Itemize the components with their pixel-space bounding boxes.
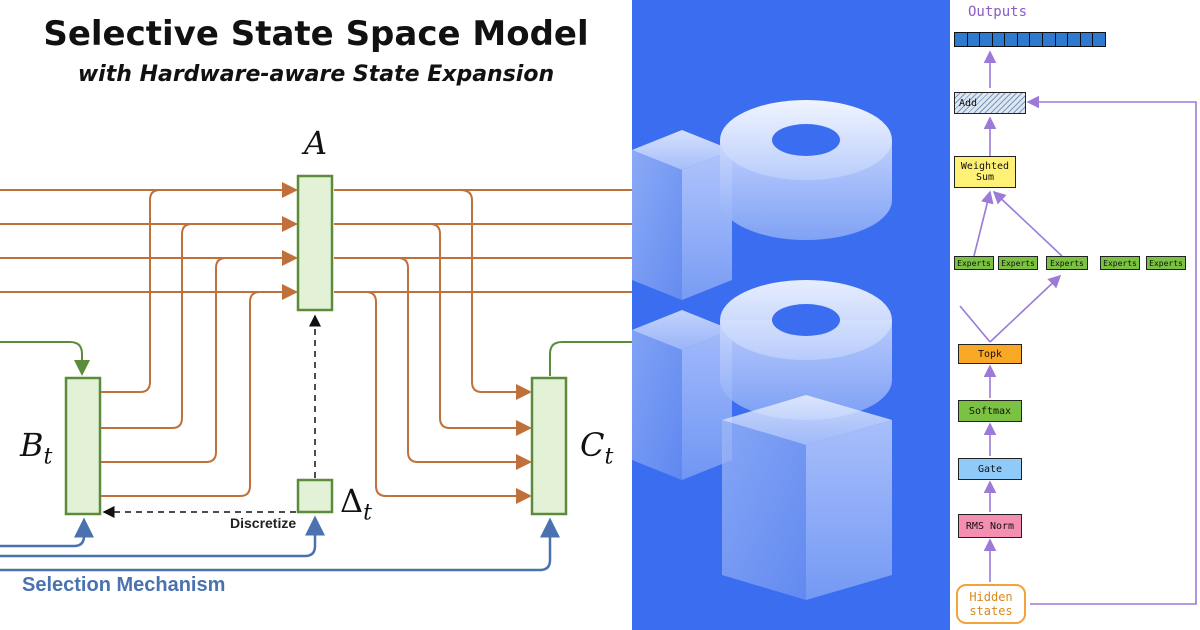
selection-to-b — [0, 517, 94, 548]
output-cell — [992, 33, 1006, 46]
ring-shape-middle — [720, 280, 892, 420]
output-cell — [1093, 33, 1105, 46]
label-b: Bt — [20, 426, 53, 470]
output-cell — [1017, 33, 1031, 46]
arrow-expert3-weighted — [992, 190, 1063, 257]
rms-norm-node: RMS Norm — [958, 514, 1022, 538]
topk-node: Topk — [958, 344, 1022, 364]
output-cell — [967, 33, 981, 46]
expert-node-2: Experts — [998, 256, 1038, 270]
label-delta: Δt — [340, 482, 372, 526]
selection-mechanism-label: Selection Mechanism — [22, 574, 226, 596]
output-cell — [980, 33, 993, 46]
gate-node: Gate — [958, 458, 1022, 480]
diagram-title: Selective State Space Model — [43, 14, 589, 54]
output-cell — [955, 33, 968, 46]
hidden-states-node: Hidden states — [956, 584, 1026, 624]
output-line — [549, 341, 632, 376]
label-c: Ct — [580, 426, 614, 470]
output-vector — [954, 32, 1106, 47]
line-3-to-c — [397, 257, 532, 470]
outputs-label: Outputs — [968, 4, 1028, 20]
b-to-line-4 — [100, 291, 261, 497]
add-node: Add — [954, 92, 1026, 114]
output-cell — [1055, 33, 1069, 46]
expert-node-3: Experts — [1046, 256, 1088, 270]
output-cell — [1068, 33, 1081, 46]
abstract-shapes-svg — [632, 100, 892, 600]
decorative-illustration-panel — [632, 0, 950, 630]
moe-arrows-svg — [959, 50, 1197, 605]
b-to-line-2 — [100, 223, 193, 429]
output-cell — [1043, 33, 1056, 46]
output-cell — [1080, 33, 1094, 46]
arrow-topk-left — [959, 305, 991, 343]
expert-node-5: Experts — [1146, 256, 1186, 270]
label-a: A — [304, 124, 328, 162]
delta-block — [296, 478, 334, 514]
state-lines — [0, 182, 632, 504]
weighted-sum-node: Weighted Sum — [954, 156, 1016, 188]
c-block — [530, 376, 568, 516]
cube-shape-left-bottom — [632, 310, 732, 480]
arrow-topk-expert — [989, 274, 1062, 343]
diagram-subtitle: with Hardware-aware State Expansion — [77, 62, 555, 87]
b-to-line-3 — [100, 257, 227, 463]
input-line — [0, 341, 90, 376]
cube-shape-left-top — [632, 130, 732, 300]
line-4-to-c — [365, 291, 532, 504]
output-cell — [1030, 33, 1044, 46]
b-block — [64, 376, 102, 516]
selection-lines — [0, 515, 560, 572]
discretize-label: Discretize — [230, 515, 297, 531]
softmax-node: Softmax — [958, 400, 1022, 422]
selection-to-c — [0, 517, 560, 572]
moe-diagram-panel: Outputs Add Weighted Sum Experts Experts… — [950, 0, 1200, 630]
arrow-residual — [1026, 95, 1197, 605]
arrow-expert-weighted — [973, 190, 994, 257]
expert-node-1: Experts — [954, 256, 994, 270]
output-cell — [1005, 33, 1018, 46]
line-2-to-c — [429, 223, 532, 436]
b-to-line-1 — [100, 189, 161, 393]
a-block — [296, 174, 334, 312]
ssm-diagram-panel: Selective State Space Model with Hardwar… — [0, 14, 632, 596]
expert-node-4: Experts — [1100, 256, 1140, 270]
ssm-diagram-svg — [0, 174, 632, 572]
line-1-to-c — [459, 189, 532, 400]
selection-to-delta — [0, 515, 325, 558]
cube-shape-bottom — [722, 395, 892, 600]
ring-shape-top — [720, 100, 892, 240]
